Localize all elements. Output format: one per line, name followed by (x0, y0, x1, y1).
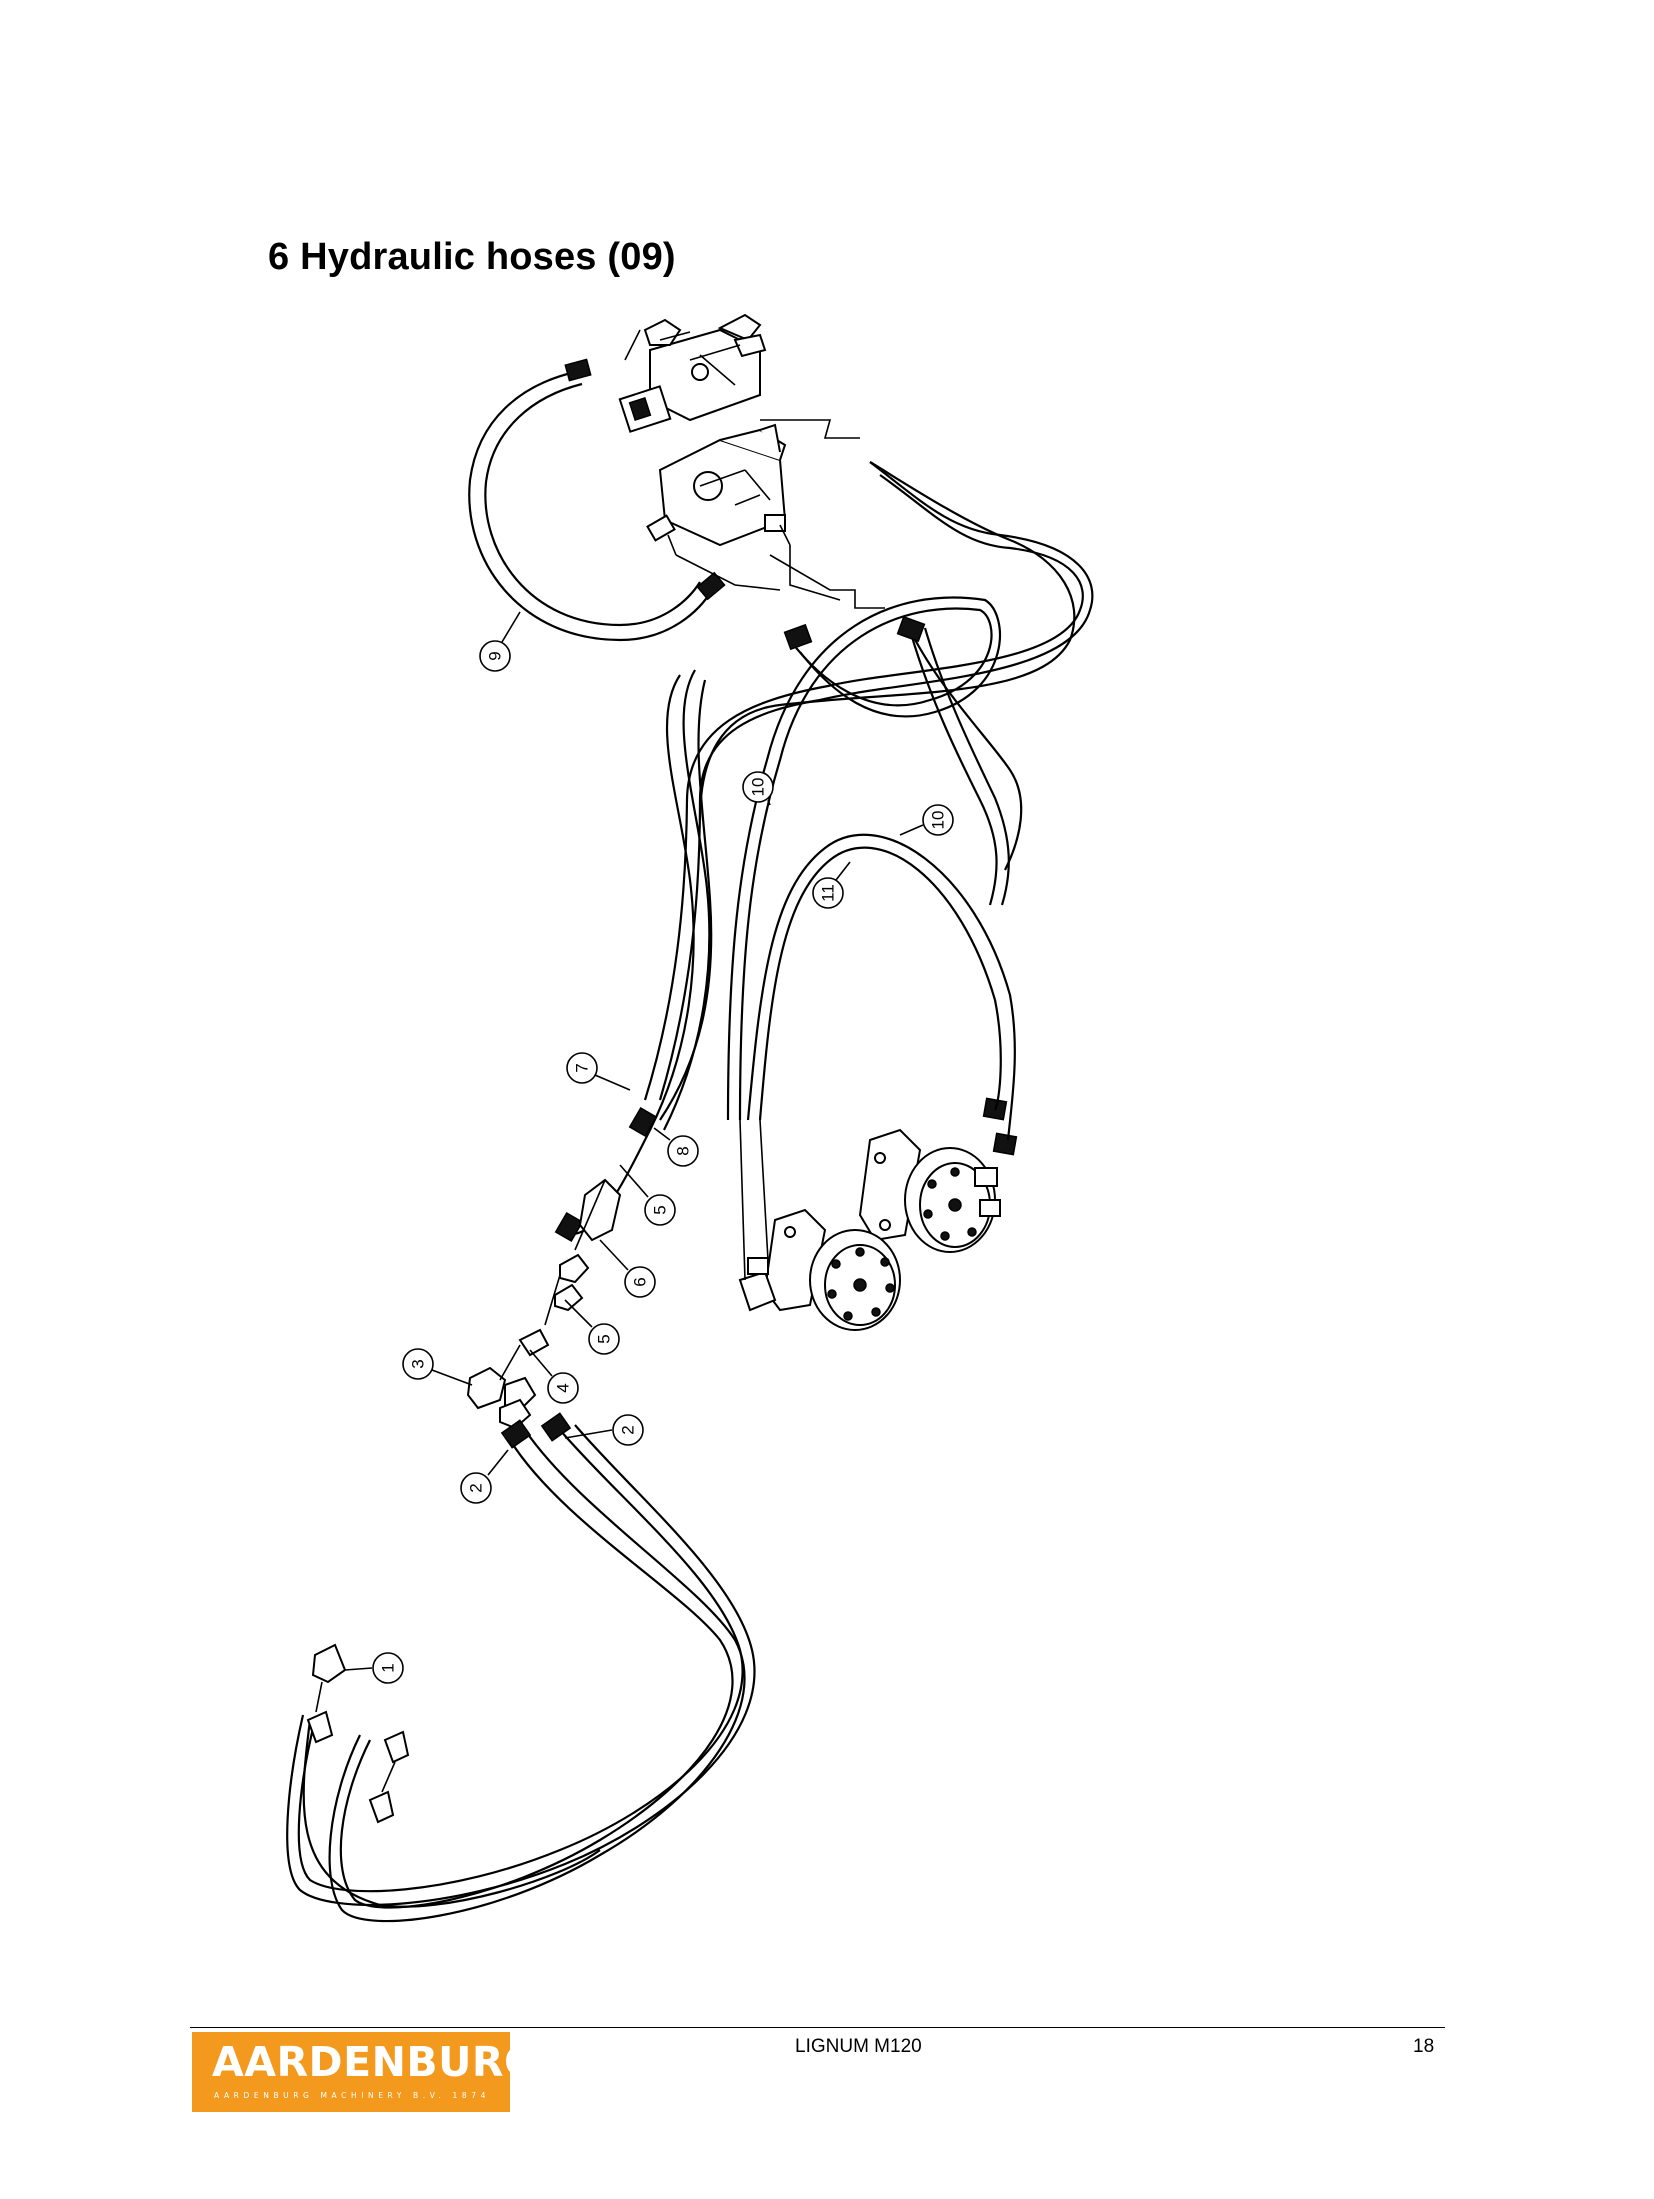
svg-text:3: 3 (409, 1359, 428, 1368)
callout-1: 1 (344, 1652, 404, 1684)
svg-text:2: 2 (619, 1425, 638, 1434)
footer-document-name: LIGNUM M120 (795, 2036, 922, 2057)
callout-11: 11 (812, 861, 851, 909)
svg-text:5: 5 (651, 1205, 670, 1214)
callout-2-left: 2 (460, 1449, 509, 1504)
svg-text:6: 6 (631, 1277, 650, 1286)
fitting-1 (306, 1643, 410, 1824)
callout-8: 8 (653, 1127, 699, 1167)
callout-6: 6 (599, 1239, 656, 1298)
hose-bundle-upper (643, 461, 1094, 1101)
hose-11 (746, 833, 1016, 1141)
hydraulic-motor-left (738, 1119, 901, 1331)
hose-10-right (896, 615, 1023, 1156)
hose-10-left (726, 596, 1002, 1121)
hydraulic-motor-right (858, 1128, 1001, 1253)
callout-9: 9 (479, 611, 521, 672)
callout-10-left: 10 (742, 771, 774, 806)
callout-5-lower: 5 (564, 1299, 620, 1355)
callout-4: 4 (529, 1349, 579, 1404)
fitting-stack (466, 1178, 622, 1430)
svg-text:8: 8 (674, 1146, 693, 1155)
aardenburg-logo: AARDENBURG AARDENBURG MACHINERY B.V. 187… (192, 2032, 538, 2112)
callout-2-right: 2 (564, 1414, 644, 1446)
svg-text:11: 11 (819, 884, 838, 902)
svg-text:5: 5 (595, 1334, 614, 1343)
svg-text:2: 2 (467, 1483, 486, 1492)
callout-7: 7 (566, 1052, 631, 1091)
callout-5-upper: 5 (619, 1164, 676, 1226)
callout-10-right: 10 (899, 804, 954, 836)
callout-3: 3 (402, 1348, 473, 1386)
connection-lines (624, 329, 885, 609)
valve-block (618, 313, 767, 433)
hose-9 (468, 358, 726, 642)
logo-wordmark: AARDENBURG (212, 2038, 539, 2086)
hose-2-pair (286, 1412, 756, 1923)
svg-text:10: 10 (749, 778, 768, 797)
footer-divider (190, 2027, 1445, 2028)
svg-text:9: 9 (486, 651, 505, 660)
svg-text:4: 4 (554, 1383, 573, 1392)
logo-tagline: AARDENBURG MACHINERY B.V. 1874 (214, 2091, 490, 2100)
svg-text:10: 10 (929, 811, 948, 830)
page-title: 6 Hydraulic hoses (09) (268, 236, 676, 278)
svg-text:7: 7 (573, 1063, 592, 1072)
footer-page-number: 18 (1413, 2036, 1435, 2057)
control-valve (646, 423, 791, 556)
svg-text:1: 1 (379, 1663, 398, 1672)
